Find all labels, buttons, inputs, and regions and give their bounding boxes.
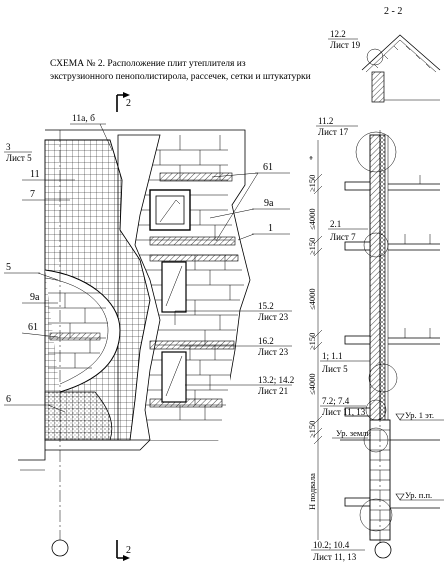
svg-text:13.2; 14.2: 13.2; 14.2 <box>258 375 294 385</box>
level-floor: Ур. п.п. <box>405 490 432 500</box>
svg-text:16.2: 16.2 <box>258 336 274 346</box>
title-line-1: СХЕМА № 2. Расположение плит утеплителя … <box>50 59 246 69</box>
cutaway-left <box>44 269 121 393</box>
level-1st-floor: Ур. 1 эт. <box>405 410 434 420</box>
dim-150-3: ≥150 <box>307 333 317 350</box>
section-callout-11-2: 11.2 <box>318 116 333 126</box>
label-7: 7 <box>30 189 35 200</box>
section-callout-12-2: 12.2 <box>330 29 346 39</box>
roof-rafters <box>373 45 431 69</box>
dim-4000-1: ≤4000 <box>307 208 317 230</box>
window-top <box>149 189 191 231</box>
dim-150-4: ≥150 <box>307 421 317 438</box>
label-sheet-5: Лист 5 <box>6 153 32 163</box>
section-2-2: 12.2 Лист 19 <box>307 29 444 562</box>
floor-slabs <box>344 181 371 507</box>
svg-text:Лист 11, 13: Лист 11, 13 <box>322 407 366 417</box>
section-callout-7-2: 7.2; 7.4 <box>322 396 350 406</box>
dim-4000-3: ≤4000 <box>307 373 317 395</box>
svg-text:Лист 21: Лист 21 <box>258 386 288 396</box>
svg-text:Лист 23: Лист 23 <box>258 347 289 357</box>
dim-star: * <box>307 156 317 160</box>
svg-text:15.2: 15.2 <box>258 301 274 311</box>
level-marks: Ур. 1 эт. Ур. земли Ур. п.п. <box>332 410 444 501</box>
dim-150-1: ≥150 <box>307 175 317 192</box>
svg-text:2: 2 <box>126 98 131 109</box>
svg-text:2: 2 <box>126 545 131 556</box>
section-axis-bubble <box>374 541 392 559</box>
svg-text:Лист 7: Лист 7 <box>330 232 356 242</box>
svg-text:Лист 5: Лист 5 <box>322 364 348 374</box>
ref-callout-15-2: 15.2 Лист 23 <box>174 301 292 325</box>
detail-circle-11-2 <box>355 131 397 173</box>
label-61-top: 61 <box>263 162 273 173</box>
section-callout-1-1: 1; 1.1 <box>322 351 343 361</box>
axis-bubble <box>51 539 69 557</box>
balcony-rails <box>404 175 431 338</box>
ground-line <box>18 439 151 461</box>
parapet <box>371 71 385 103</box>
section-callout-2-1: 2.1 <box>330 219 341 229</box>
balcony-lines <box>388 183 440 345</box>
window-middle <box>161 261 187 313</box>
ref-callout-13-2: 13.2; 14.2 Лист 21 <box>185 375 294 396</box>
label-1: 1 <box>268 223 273 234</box>
dim-basement: Н подвала <box>307 473 317 510</box>
front-elevation: 2 2 3 Лист 5 11 7 11а, б 61 9а 1 5 9а 61 <box>4 92 294 561</box>
label-ref-3: 3 <box>6 142 11 152</box>
svg-text:Лист 17: Лист 17 <box>318 127 349 137</box>
section-callout-10-2: 10.2; 10.4 <box>313 540 350 550</box>
section-label: 2 - 2 <box>384 6 402 17</box>
cut-marker-top: 2 <box>116 92 131 112</box>
level-ground: Ур. земли <box>336 428 372 438</box>
plinth-plaster <box>44 391 113 441</box>
cut-marker-bottom: 2 <box>116 540 131 561</box>
dim-150-2: ≥150 <box>307 238 317 255</box>
label-9a-left: 9а <box>30 292 40 303</box>
svg-text:Лист 23: Лист 23 <box>258 312 289 322</box>
label-11: 11 <box>30 169 40 180</box>
label-11ab: 11а, б <box>72 113 95 124</box>
title-line-2: экструзионного пенополистирола, рассечек… <box>50 72 311 82</box>
svg-text:Лист 11, 13: Лист 11, 13 <box>313 552 357 562</box>
label-5: 5 <box>6 262 11 273</box>
label-61-left: 61 <box>28 322 38 333</box>
label-9a-right: 9а <box>264 198 274 209</box>
dim-4000-2: ≤4000 <box>307 288 317 310</box>
roof-slope <box>361 34 441 71</box>
label-6: 6 <box>6 394 11 405</box>
dimension-chain: * ≥150 ≤4000 ≥150 ≤4000 ≥150 ≤4000 ≥150 … <box>307 140 323 540</box>
ref-callout-16-2: 16.2 Лист 23 <box>180 336 292 357</box>
window-lower <box>161 351 187 403</box>
section-callout-sheet-19: Лист 19 <box>330 40 361 50</box>
